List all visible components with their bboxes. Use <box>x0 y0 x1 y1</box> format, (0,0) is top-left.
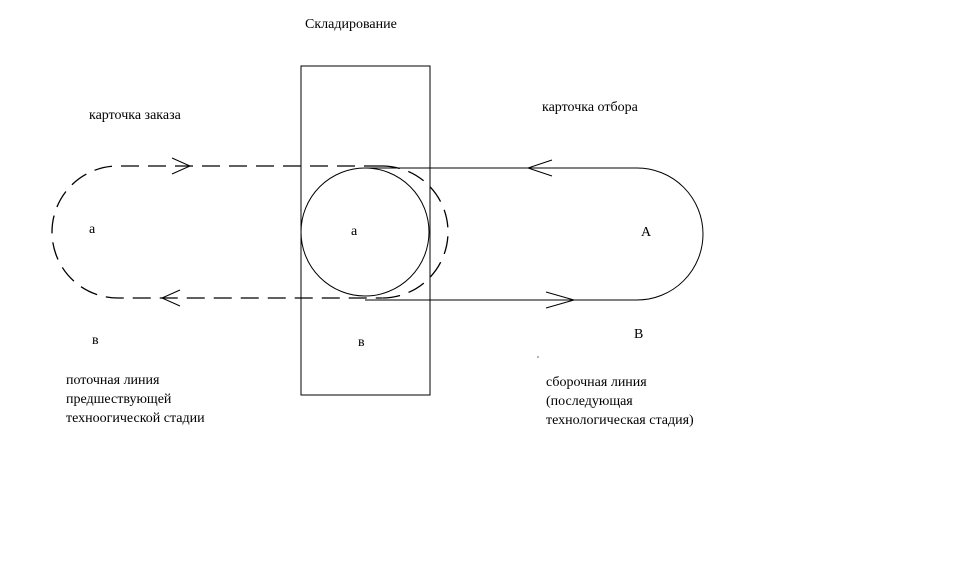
center-point-a: а <box>351 224 358 239</box>
right-bottom-arrow <box>545 291 576 309</box>
right-point-a: А <box>641 225 652 240</box>
left-bottom-arrow <box>160 289 181 307</box>
center-point-b: в <box>358 335 365 350</box>
assembly-line-label-1: сборочная линия <box>546 375 647 390</box>
left-top-arrow <box>171 157 192 175</box>
pick-card-label: карточка отбора <box>542 100 638 115</box>
right-solid-loop <box>365 167 704 301</box>
assembly-line-label-3: технологическая стадия) <box>546 413 694 428</box>
left-point-b: в <box>92 333 99 348</box>
warehouse-circle <box>300 167 430 297</box>
warehouse-box <box>300 65 431 396</box>
assembly-line-label-2: (последующая <box>546 394 633 409</box>
stray-dot <box>537 356 539 358</box>
right-point-b: В <box>634 327 644 342</box>
order-card-label: карточка заказа <box>89 108 181 123</box>
right-top-arrow <box>526 159 553 177</box>
production-line-label-1: поточная линия <box>66 373 160 388</box>
left-point-a: а <box>89 222 96 237</box>
left-dashed-arc-right <box>381 165 449 299</box>
left-dashed-loop <box>51 165 382 299</box>
diagram-title: Складирование <box>305 17 397 32</box>
production-line-label-2: предшествующей <box>66 392 172 407</box>
production-line-label-3: техноогической стадии <box>66 411 205 426</box>
